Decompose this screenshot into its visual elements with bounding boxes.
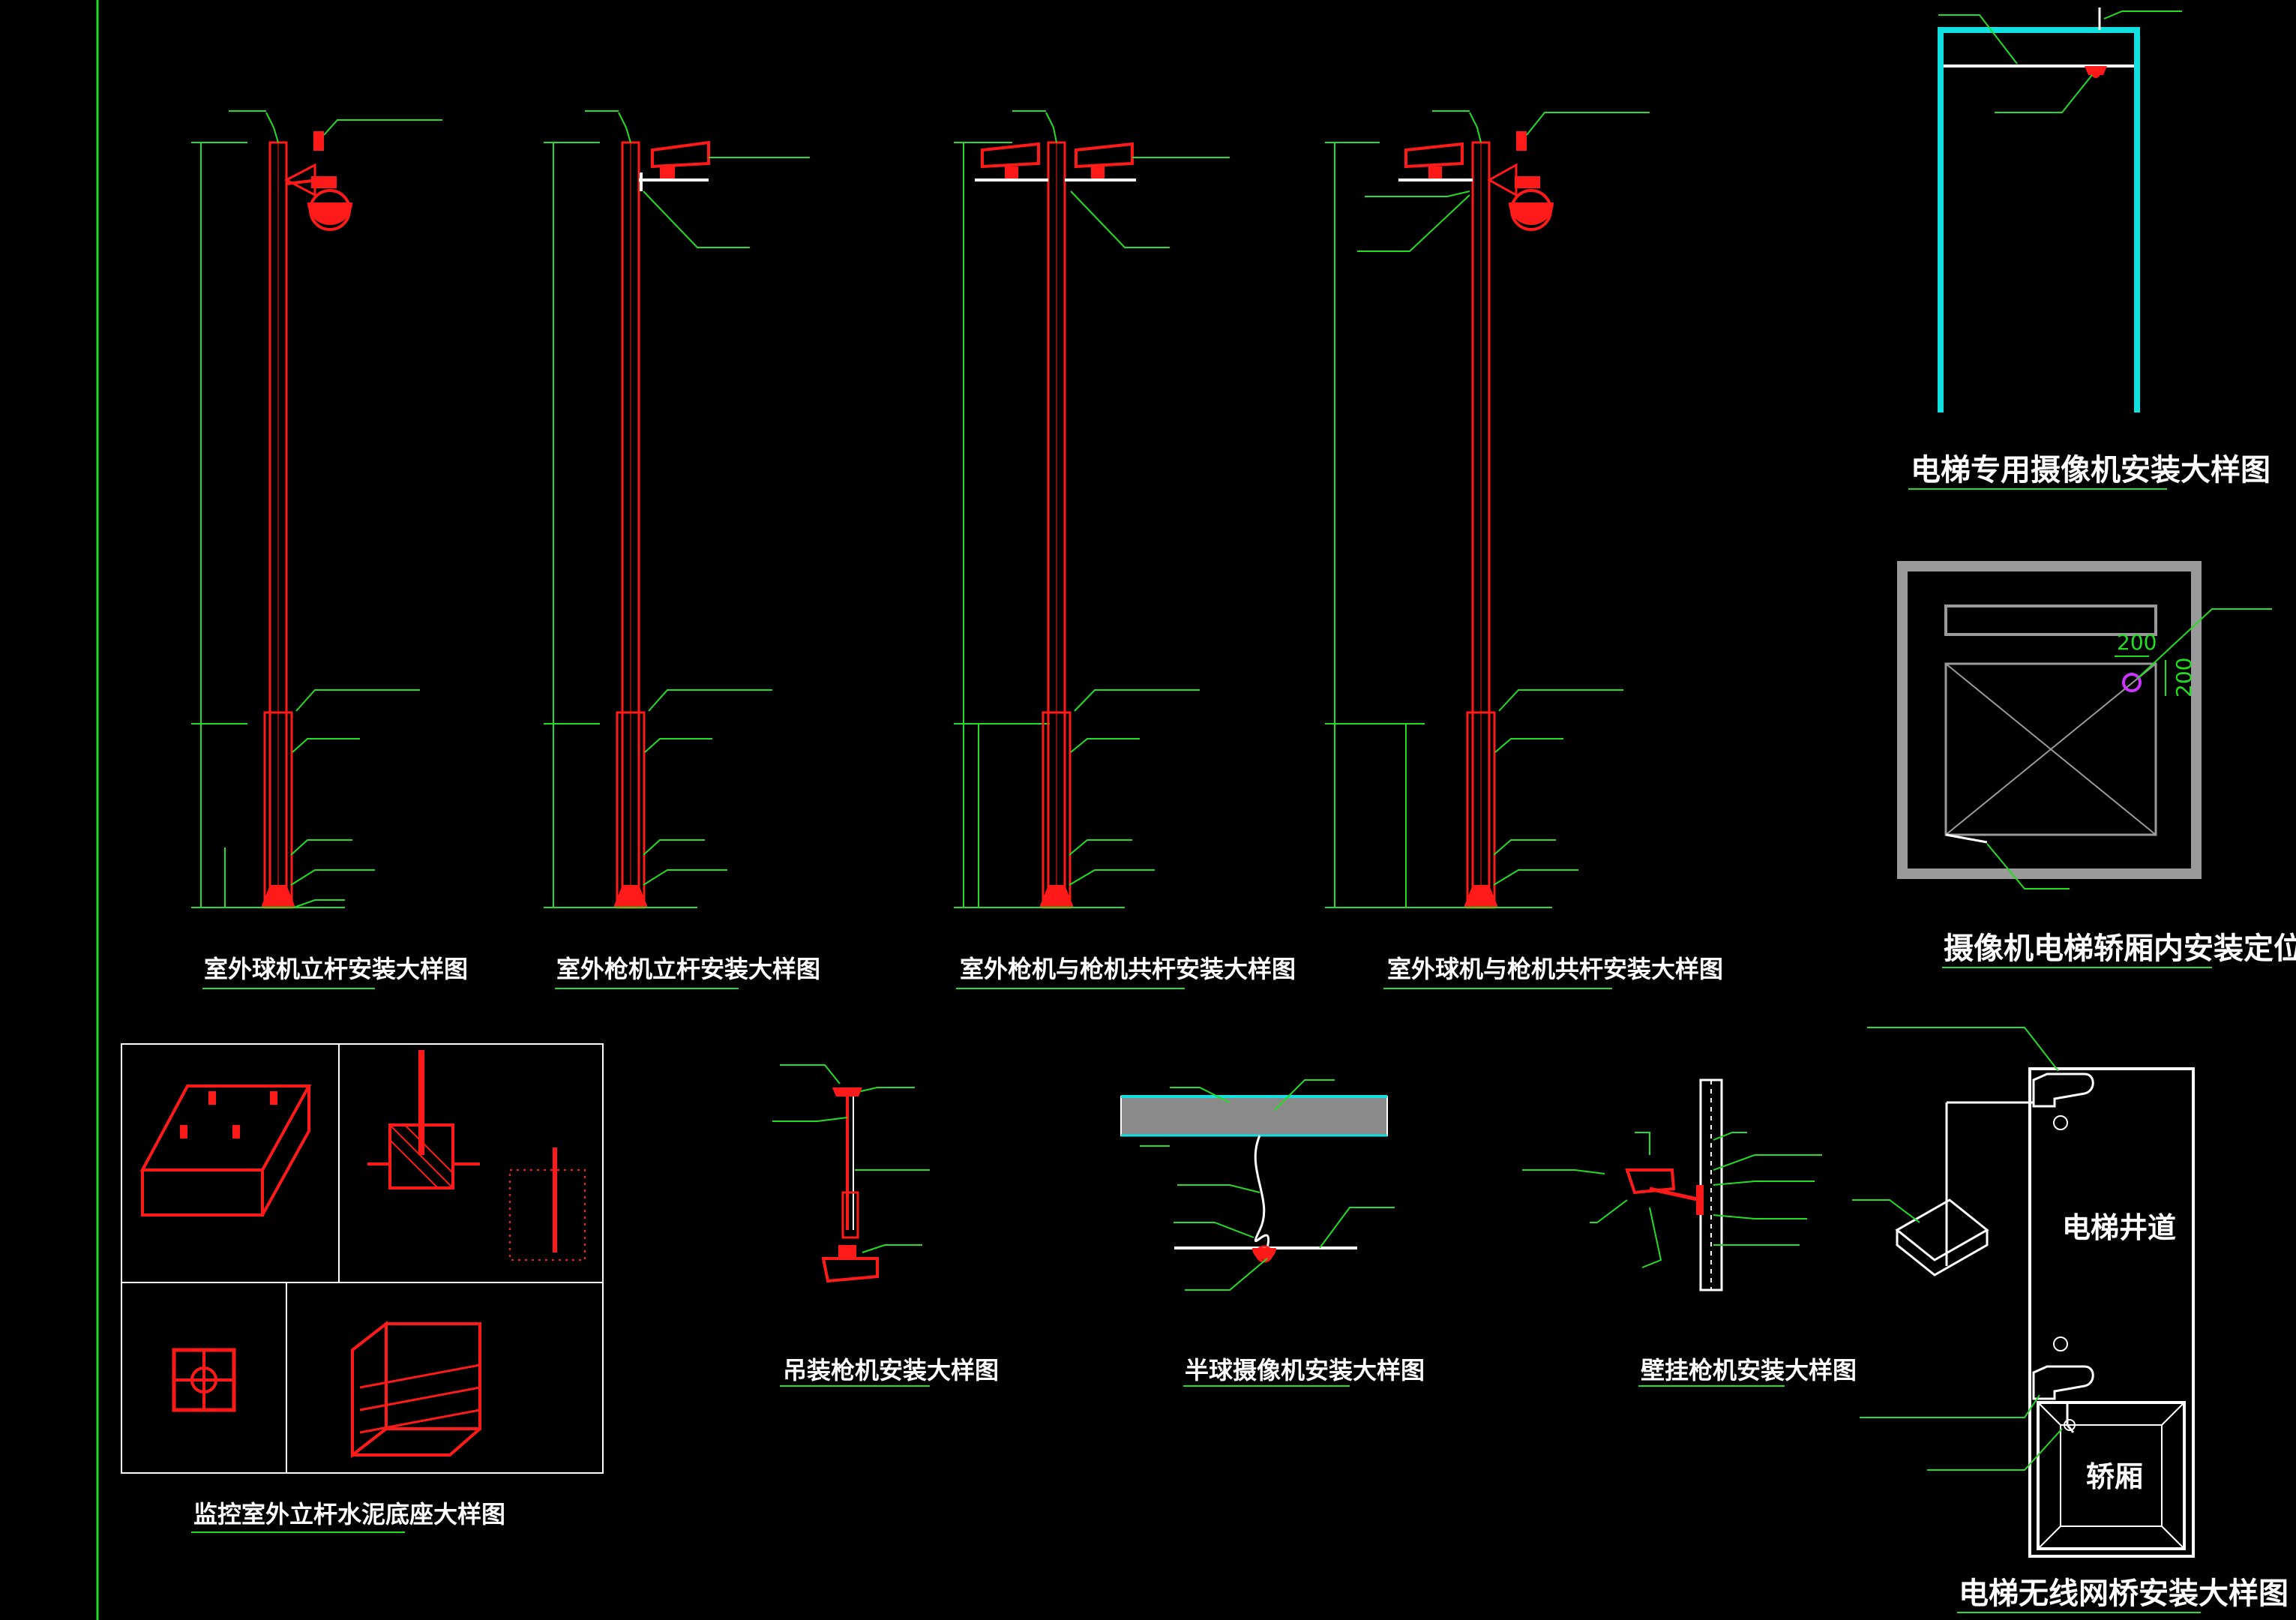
title-pole2: 室外枪机立杆安装大样图 bbox=[556, 955, 820, 983]
title-pole1: 室外球机立杆安装大样图 bbox=[204, 955, 468, 983]
dim-200-v: 200 bbox=[2172, 658, 2196, 698]
foundation-detail bbox=[121, 1043, 604, 1533]
elevator-camera-detail bbox=[1908, 8, 2182, 490]
bullet-camera-icon bbox=[821, 1245, 879, 1283]
antenna-icon bbox=[2053, 1115, 2068, 1352]
bullet-camera-icon bbox=[651, 140, 710, 178]
title-hanging: 吊装枪机安装大样图 bbox=[783, 1356, 999, 1384]
cab-position-detail: 200 200 bbox=[1897, 561, 2272, 968]
label-shaft: 电梯井道 bbox=[2062, 1211, 2176, 1244]
bullet-camera-icon bbox=[1625, 1168, 1676, 1195]
wall-mount-detail bbox=[1522, 1078, 1822, 1387]
wireless-bridge-icon bbox=[2032, 1072, 2094, 1400]
title-wireless: 电梯无线网桥安装大样图 bbox=[1959, 1576, 2289, 1611]
pole-detail-2 bbox=[544, 110, 810, 909]
title-wall: 壁挂枪机安装大样图 bbox=[1641, 1356, 1857, 1384]
pole-detail-1 bbox=[191, 110, 442, 909]
dome-camera-icon bbox=[307, 176, 352, 231]
title-foundation: 监控室外立杆水泥底座大样图 bbox=[193, 1500, 505, 1528]
wireless-bridge-detail bbox=[1852, 1027, 2201, 1613]
half-ball-detail bbox=[1120, 1079, 1395, 1387]
title-elevator-camera: 电梯专用摄像机安装大样图 bbox=[1911, 453, 2271, 488]
camera-marker bbox=[2122, 673, 2142, 692]
dim-200-h: 200 bbox=[2117, 630, 2157, 655]
hanging-bullet-detail bbox=[772, 1064, 930, 1387]
title-cab-position: 摄像机电梯轿厢内安装定位 bbox=[1944, 932, 2296, 966]
title-pole3: 室外枪机与枪机共杆安装大样图 bbox=[960, 955, 1296, 983]
title-pole4: 室外球机与枪机共杆安装大样图 bbox=[1387, 955, 1723, 983]
label-cab: 轿厢 bbox=[2086, 1460, 2143, 1493]
pole-detail-3 bbox=[954, 110, 1230, 909]
title-half-ball: 半球摄像机安装大样图 bbox=[1185, 1356, 1425, 1384]
pole-detail-4 bbox=[1325, 110, 1650, 909]
